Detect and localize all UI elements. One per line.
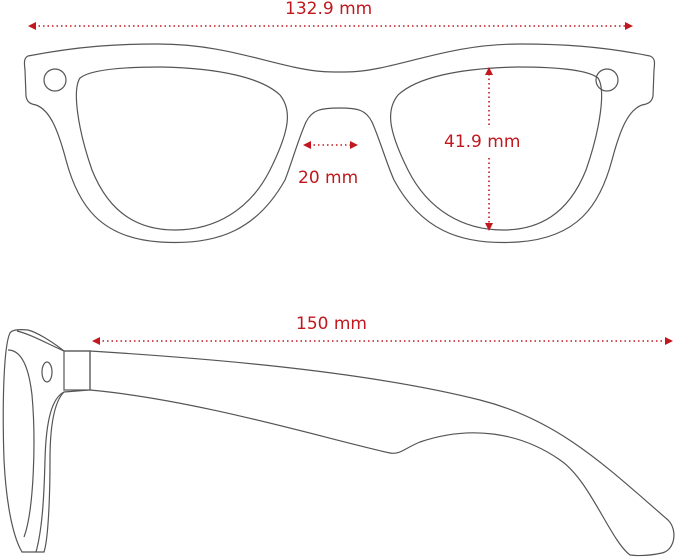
lens-height-label: 41.9 mm [444, 132, 521, 152]
lens-height-dimension-line [485, 67, 493, 231]
temple-length-label: 150 mm [296, 314, 367, 334]
width-dimension-line [28, 22, 633, 30]
total-width-label: 132.9 mm [285, 0, 373, 19]
side-view-frame [2, 329, 675, 557]
front-view-frame [23, 43, 656, 244]
bridge-width-label: 20 mm [298, 168, 359, 188]
temple-length-dimension-line [92, 337, 673, 345]
bridge-dimension-line [303, 141, 358, 149]
